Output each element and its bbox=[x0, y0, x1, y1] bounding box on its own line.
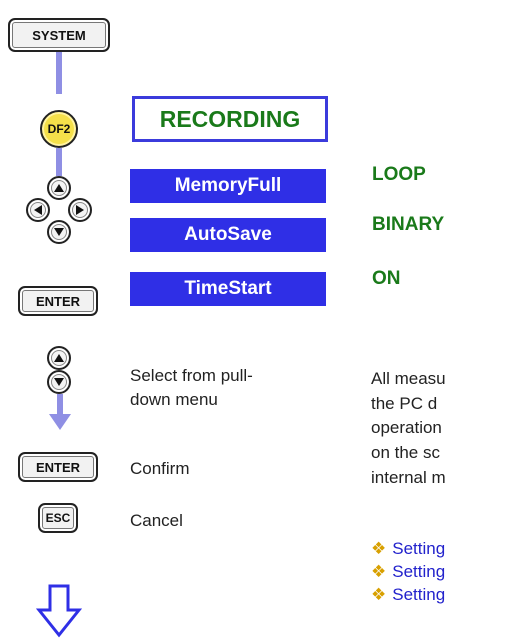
bullet-icon: ❖ bbox=[371, 562, 387, 581]
down-arrow-key[interactable] bbox=[47, 220, 71, 244]
connector-line-top bbox=[56, 50, 62, 94]
esc-key[interactable]: ESC bbox=[38, 503, 78, 533]
description-line: All measu bbox=[371, 369, 446, 388]
description-line: internal m bbox=[371, 468, 446, 487]
bullet-icon: ❖ bbox=[371, 539, 387, 558]
settings-link-label: Setting bbox=[392, 562, 446, 581]
settings-link-label: Setting bbox=[392, 585, 446, 604]
menu-item-memoryfull[interactable]: MemoryFull bbox=[130, 169, 326, 203]
instruction-select-line2: down menu bbox=[130, 390, 218, 409]
up-arrow-key-2[interactable] bbox=[47, 346, 71, 370]
instruction-select: Select from pull- down menu bbox=[130, 364, 253, 412]
next-step-arrow-icon bbox=[36, 584, 82, 638]
description-line: the PC d bbox=[371, 394, 438, 413]
enter-key-confirm[interactable]: ENTER bbox=[18, 452, 98, 482]
description-line: operation bbox=[371, 418, 442, 437]
menu-item-autosave[interactable]: AutoSave bbox=[130, 218, 326, 252]
right-arrow-icon bbox=[76, 205, 84, 215]
value-timestart: ON bbox=[372, 268, 401, 289]
up-arrow-key[interactable] bbox=[47, 176, 71, 200]
df2-key[interactable]: DF2 bbox=[40, 110, 78, 148]
up-arrow-icon bbox=[54, 184, 64, 192]
left-arrow-key[interactable] bbox=[26, 198, 50, 222]
up-arrow-icon bbox=[54, 354, 64, 362]
right-arrow-key[interactable] bbox=[68, 198, 92, 222]
down-arrow-icon bbox=[54, 228, 64, 236]
enter-key[interactable]: ENTER bbox=[18, 286, 98, 316]
settings-link-label: Setting bbox=[392, 539, 446, 558]
settings-link[interactable]: ❖ Setting bbox=[371, 585, 445, 605]
description-line: on the sc bbox=[371, 443, 440, 462]
instruction-select-line1: Select from pull- bbox=[130, 366, 253, 385]
connector-line-mid bbox=[56, 148, 62, 176]
down-arrow-icon bbox=[54, 378, 64, 386]
flow-arrow-icon bbox=[49, 394, 71, 430]
menu-item-timestart[interactable]: TimeStart bbox=[130, 272, 326, 306]
value-memoryfull: LOOP bbox=[372, 164, 426, 185]
menu-title: RECORDING bbox=[132, 96, 328, 142]
bullet-icon: ❖ bbox=[371, 585, 387, 604]
settings-link[interactable]: ❖ Setting bbox=[371, 562, 445, 582]
value-autosave: BINARY bbox=[372, 214, 445, 235]
settings-link[interactable]: ❖ Setting bbox=[371, 539, 445, 559]
down-arrow-key-2[interactable] bbox=[47, 370, 71, 394]
system-key[interactable]: SYSTEM bbox=[8, 18, 110, 52]
instruction-confirm: Confirm bbox=[130, 459, 190, 478]
left-arrow-icon bbox=[34, 205, 42, 215]
instruction-cancel: Cancel bbox=[130, 511, 183, 530]
